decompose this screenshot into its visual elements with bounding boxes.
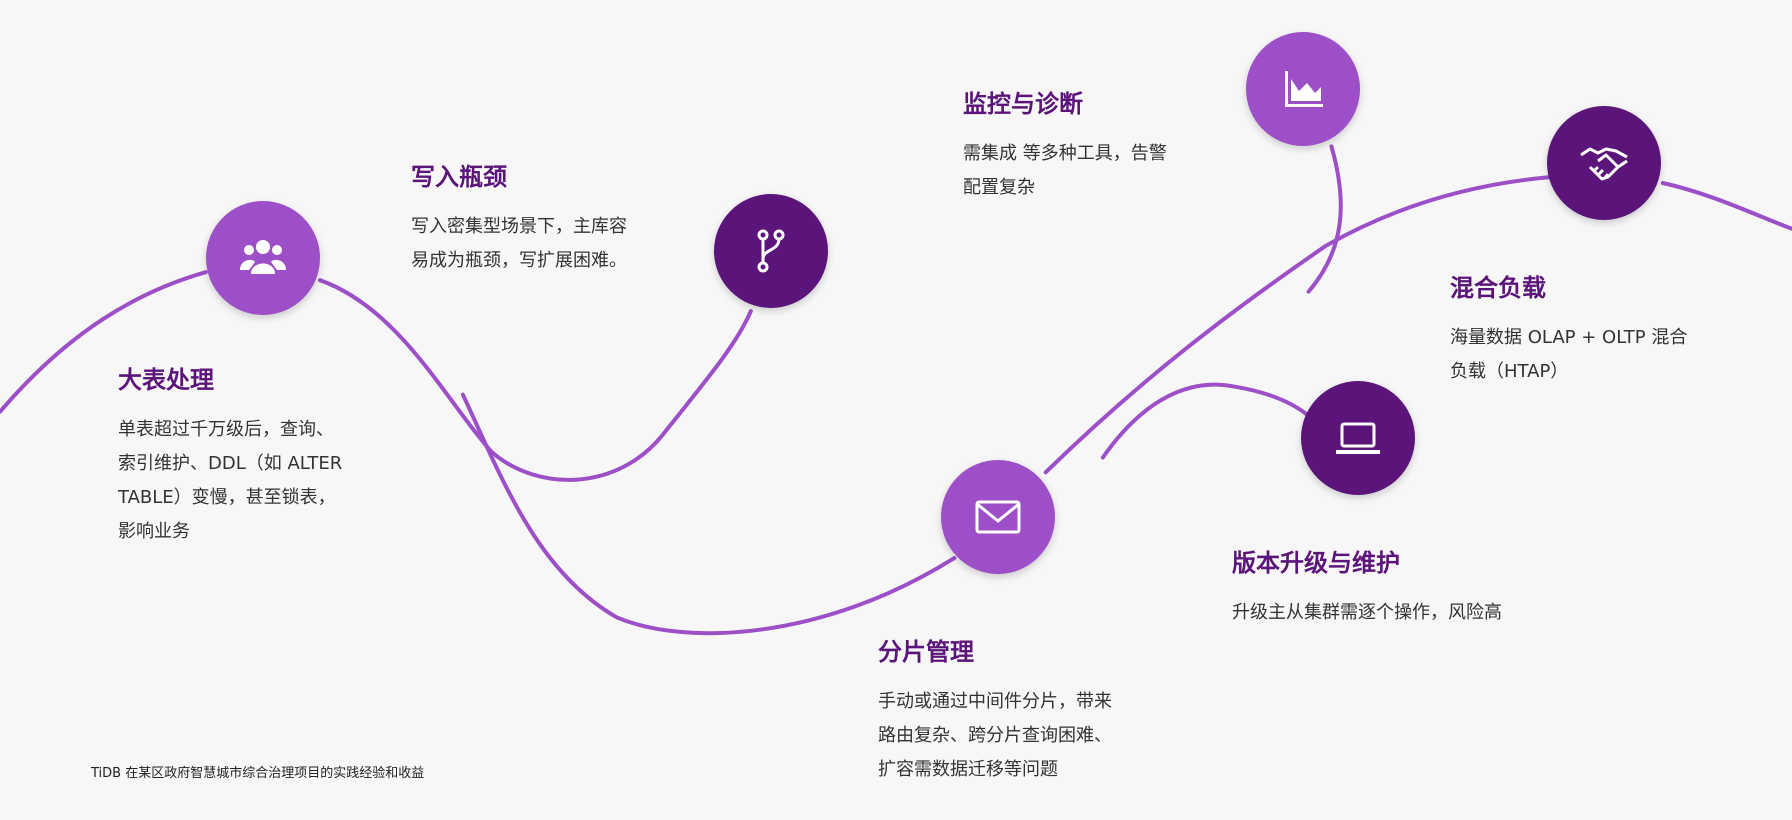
item-line: TABLE）变慢，甚至锁表， <box>118 487 336 508</box>
branch-icon <box>757 229 785 273</box>
item-monitoring: 监控与诊断 需集成 等多种工具，告警 配置复杂 <box>963 84 1167 205</box>
node-big-table <box>206 201 320 315</box>
curve-segment <box>1100 382 1309 460</box>
node-hybrid <box>1547 106 1661 220</box>
item-title: 大表处理 <box>118 366 214 394</box>
curve-segment <box>1043 175 1551 475</box>
item-hybrid: 混合负载 海量数据 OLAP + OLTP 混合 负载（HTAP） <box>1450 268 1687 389</box>
item-sharding: 分片管理 手动或通过中间件分片，带来 路由复杂、跨分片查询困难、 扩容需数据迁移… <box>878 632 1112 787</box>
area-chart-icon <box>1285 71 1323 107</box>
item-line: 配置复杂 <box>963 177 1035 198</box>
curve-segment <box>1660 180 1792 231</box>
handshake-icon <box>1580 147 1628 181</box>
item-line: 单表超过千万级后，查询、 <box>118 419 334 440</box>
node-sharding <box>941 460 1055 574</box>
envelope-icon <box>975 500 1021 534</box>
item-line: 扩容需数据迁移等问题 <box>878 759 1058 780</box>
curve-segment <box>318 278 753 482</box>
item-big-table: 大表处理 单表超过千万级后，查询、 索引维护、DDL（如 ALTER TABLE… <box>118 360 342 549</box>
node-write-bottleneck <box>714 194 828 308</box>
node-monitoring <box>1246 32 1360 146</box>
item-line: 需集成 等多种工具，告警 <box>963 143 1167 164</box>
item-line: 负载（HTAP） <box>1450 361 1569 382</box>
curve-segment <box>1306 144 1343 294</box>
curve-segment <box>460 392 957 636</box>
users-icon <box>240 240 286 274</box>
item-title: 监控与诊断 <box>963 90 1083 118</box>
item-title: 分片管理 <box>878 638 974 666</box>
item-line: 写入密集型场景下，主库容 <box>411 216 627 237</box>
curve-segment <box>0 270 208 414</box>
item-title: 写入瓶颈 <box>411 163 507 191</box>
laptop-icon <box>1336 422 1380 454</box>
item-line: 影响业务 <box>118 521 190 542</box>
item-line: 路由复杂、跨分片查询困难、 <box>878 725 1112 746</box>
item-line: 海量数据 OLAP + OLTP 混合 <box>1450 327 1688 348</box>
item-line: 手动或通过中间件分片，带来 <box>878 691 1112 712</box>
node-upgrade <box>1301 381 1415 495</box>
item-title: 混合负载 <box>1450 274 1546 302</box>
item-line: 易成为瓶颈，写扩展困难。 <box>411 250 627 271</box>
item-write-bottleneck: 写入瓶颈 写入密集型场景下，主库容 易成为瓶颈，写扩展困难。 <box>411 157 627 278</box>
item-line: 升级主从集群需逐个操作，风险高 <box>1232 602 1502 623</box>
item-upgrade: 版本升级与维护 升级主从集群需逐个操作，风险高 <box>1232 543 1502 630</box>
footer-caption: TiDB 在某区政府智慧城市综合治理项目的实践经验和收益 <box>91 766 425 781</box>
item-line: 索引维护、DDL（如 ALTER <box>118 453 343 474</box>
item-title: 版本升级与维护 <box>1232 549 1400 577</box>
